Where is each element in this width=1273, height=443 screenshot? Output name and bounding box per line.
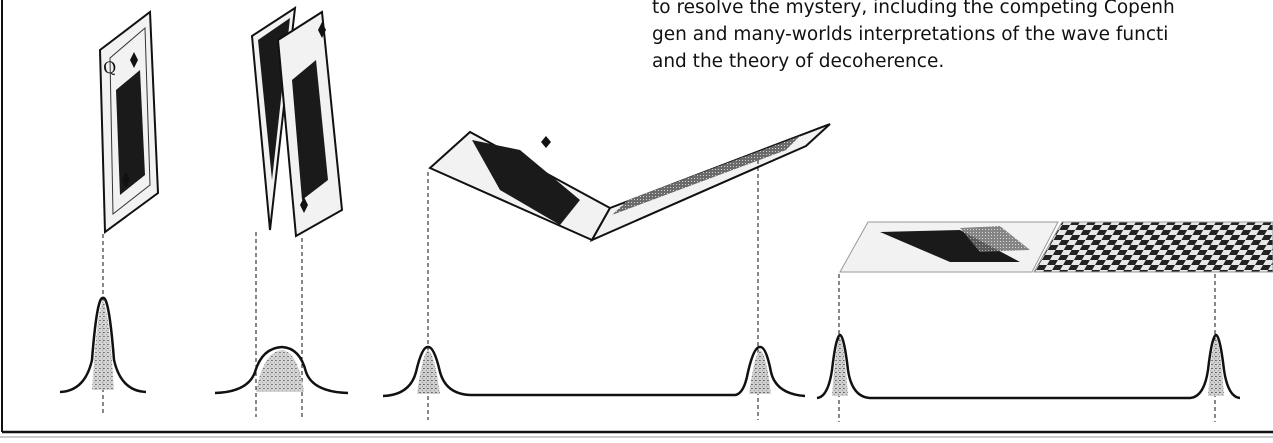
flat-card-face: [839, 221, 1059, 273]
caption-line: and the theory of decoherence.: [652, 51, 945, 72]
wave-peaks-separated: [816, 333, 1241, 400]
wave-peak-spread: [214, 345, 349, 395]
panel-single-card: Q: [59, 10, 160, 413]
queen-of-diamonds-card: Q: [98, 10, 160, 234]
panel-superposed-card: [382, 123, 831, 420]
falling-card: [428, 123, 831, 243]
wave-peak-single: [59, 296, 147, 394]
caption-text: to resolve the mystery, including the co…: [652, 0, 1273, 75]
panel-decohered-card: [816, 221, 1273, 422]
caption-line: to resolve the mystery, including the co…: [652, 0, 1175, 18]
caption-line: gen and many-worlds interpretations of t…: [652, 24, 1169, 45]
wave-peaks-double: [382, 345, 806, 398]
svg-text:Q: Q: [102, 57, 118, 78]
folding-card: [250, 6, 344, 238]
panel-folding-card: [214, 6, 349, 417]
card-back-pattern: [1033, 221, 1273, 273]
